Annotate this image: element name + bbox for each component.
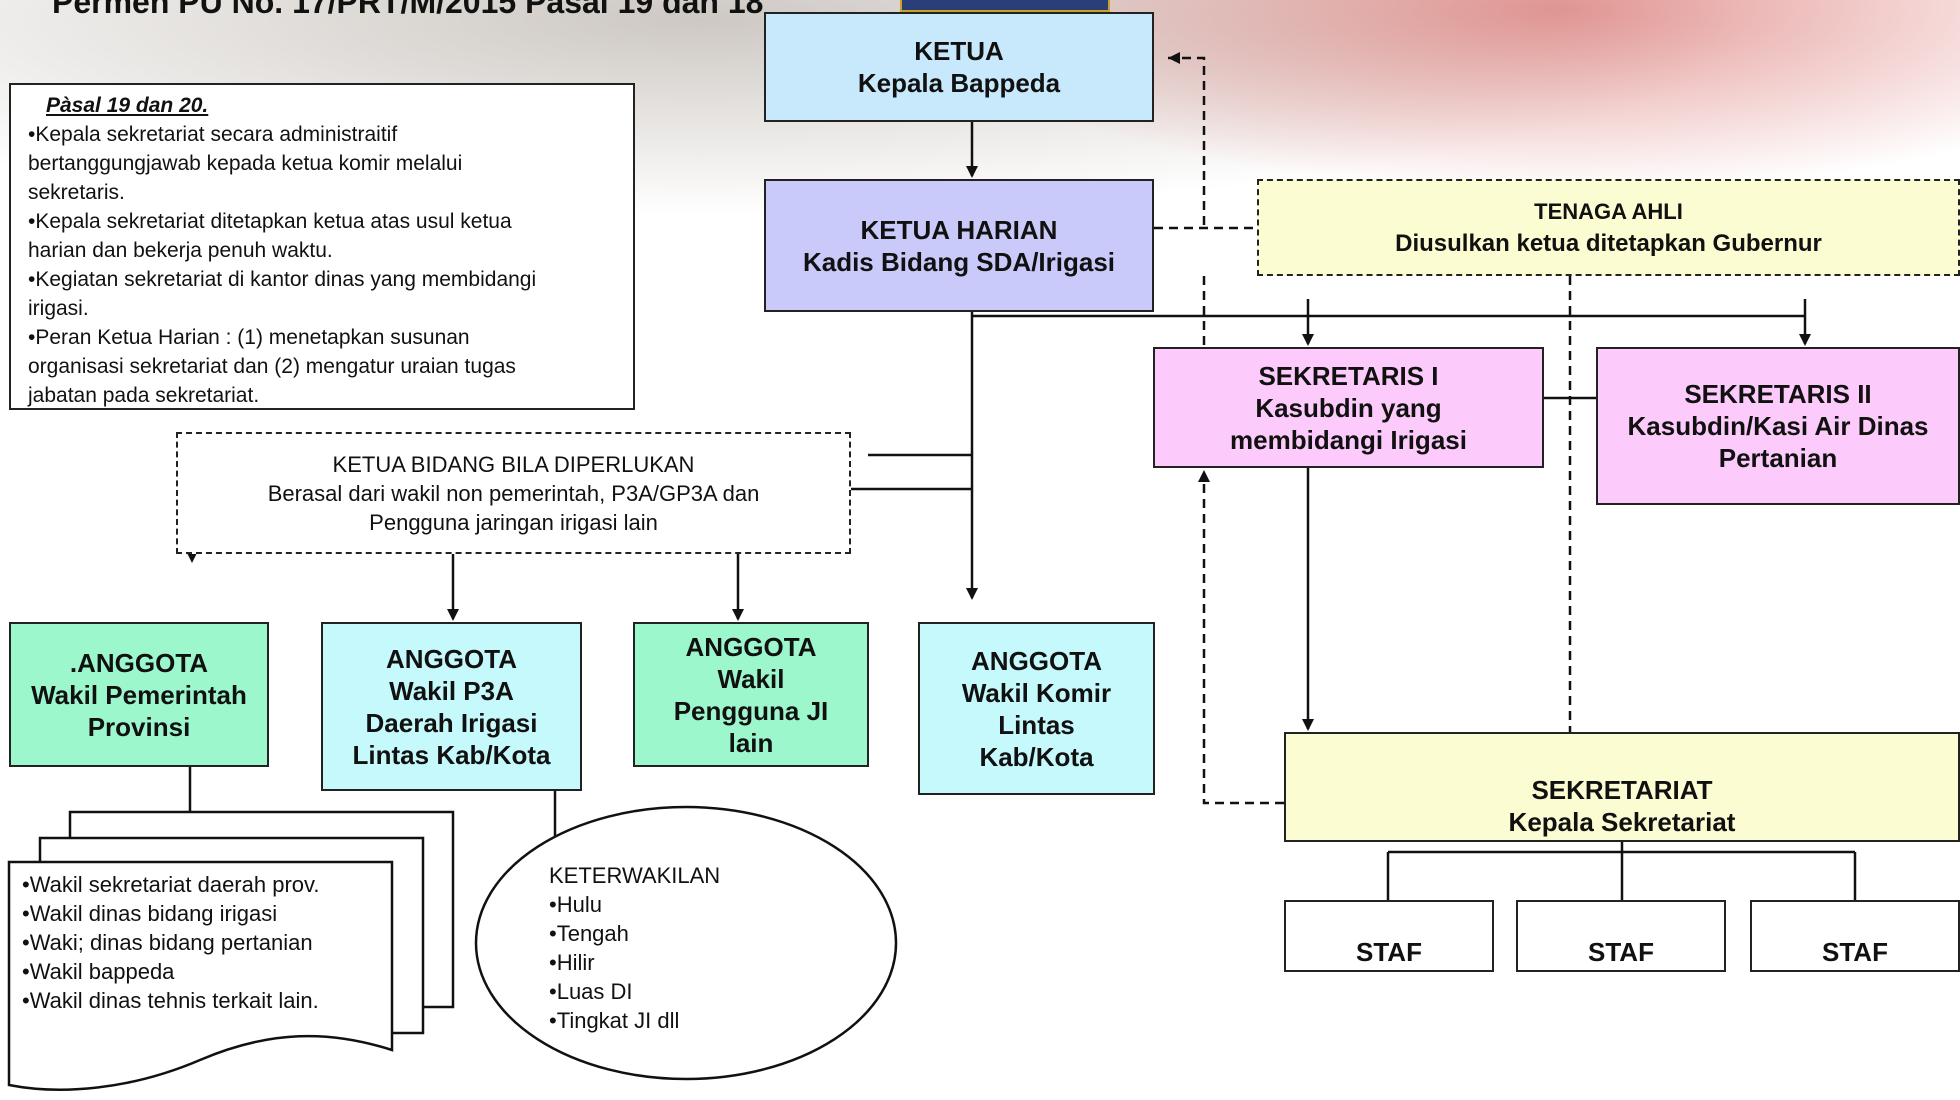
wakil-item: •Wakil sekretariat daerah prov. bbox=[22, 872, 320, 897]
sekretaris-2-line3: Pertanian bbox=[1718, 443, 1838, 473]
staf-box: STAF bbox=[1750, 900, 1960, 972]
anggota-pemerintah-box: .ANGGOTA Wakil Pemerintah Provinsi bbox=[9, 622, 269, 767]
anggota-title: .ANGGOTA bbox=[69, 647, 209, 678]
wakil-item: •Wakil dinas tehnis terkait lain. bbox=[22, 988, 319, 1013]
keterwakilan-item: •Hulu bbox=[549, 892, 602, 917]
sekretaris-1-box: SEKRETARIS I Kasubdin yang membidangi Ir… bbox=[1153, 347, 1544, 468]
anggota-title: ANGGOTA bbox=[685, 631, 817, 662]
keterwakilan-item: •Tingkat JI dll bbox=[549, 1008, 680, 1033]
anggota-line: Wakil Komir bbox=[961, 677, 1112, 708]
bidang-small-arrowhead bbox=[187, 553, 197, 563]
sekretariat-box: SEKRETARIAT Kepala Sekretariat bbox=[1284, 732, 1960, 842]
staf-box: STAF bbox=[1284, 900, 1494, 972]
anggota-line: Daerah Irigasi bbox=[365, 707, 538, 738]
ketua-bidang-box: KETUA BIDANG BILA DIPERLUKAN Berasal dar… bbox=[176, 432, 851, 554]
sekretaris-2-line2: Kasubdin/Kasi Air Dinas bbox=[1627, 411, 1929, 441]
sekretaris1-to-ketua-dashed bbox=[1168, 56, 1206, 225]
ketua-bidang-title: KETUA BIDANG BILA DIPERLUKAN bbox=[332, 451, 695, 477]
staf-label: STAF bbox=[1356, 937, 1422, 967]
keterwakilan-item: •Hilir bbox=[549, 950, 595, 975]
ketua-box: KETUA Kepala Bappeda bbox=[764, 12, 1154, 122]
pasal-line: organisasi sekretariat dan (2) mengatur … bbox=[28, 355, 516, 378]
pasal-line: jabatan pada sekretariat. bbox=[28, 384, 260, 407]
sekretaris-2-title: SEKRETARIS II bbox=[1684, 379, 1872, 409]
ketua-harian-title: KETUA HARIAN bbox=[860, 214, 1058, 245]
keterwakilan-list: KETERWAKILAN •Hulu •Tengah •Hilir •Luas … bbox=[549, 861, 720, 1035]
doc-sheet-front bbox=[7, 860, 394, 1091]
sekretaris-1-line3: membidangi Irigasi bbox=[1230, 424, 1467, 455]
anggota-line: Wakil Pemerintah bbox=[31, 679, 247, 710]
anggota-line: Kab/Kota bbox=[979, 741, 1094, 772]
sekretariat-subtitle: Kepala Sekretariat bbox=[1508, 807, 1736, 837]
wakil-item: •Wakil dinas bidang irigasi bbox=[22, 901, 278, 926]
staf-label: STAF bbox=[1588, 937, 1654, 967]
staf-label: STAF bbox=[1822, 937, 1888, 967]
sekretaris-1-line2: Kasubdin yang bbox=[1255, 392, 1442, 423]
tenaga-ahli-box: TENAGA AHLI Diusulkan ketua ditetapkan G… bbox=[1257, 179, 1960, 276]
sekretaris1-dashed-arrowhead bbox=[1198, 470, 1210, 482]
anggota-line: Pengguna JI bbox=[673, 695, 829, 726]
keterwakilan-item: •Tengah bbox=[549, 921, 629, 946]
pasal-note-box: Pàsal 19 dan 20. •Kepala sekretariat sec… bbox=[9, 83, 635, 410]
pasal-line: sekretaris. bbox=[28, 181, 125, 204]
anggota-title: ANGGOTA bbox=[971, 645, 1102, 676]
ketua-harian-subtitle: Kadis Bidang SDA/Irigasi bbox=[802, 246, 1116, 277]
tenaga-ahli-subtitle: Diusulkan ketua ditetapkan Gubernur bbox=[1395, 229, 1822, 257]
anggota-line: Wakil bbox=[717, 663, 785, 694]
anggota-line: Lintas Kab/Kota bbox=[352, 739, 551, 770]
pasal-line: •Kepala sekretariat ditetapkan ketua ata… bbox=[28, 210, 512, 233]
keterwakilan-ellipse bbox=[474, 805, 898, 1081]
page-title: Permen PU No. 17/PRT/M/2015 Pasal 19 dan… bbox=[52, 0, 764, 20]
emblem-logo bbox=[900, 0, 1110, 12]
staf-box: STAF bbox=[1516, 900, 1726, 972]
wakil-item: •Waki; dinas bidang pertanian bbox=[22, 930, 313, 955]
anggota-line: Provinsi bbox=[87, 711, 191, 742]
pasal-line: bertanggungjawab kepada ketua komir mela… bbox=[28, 152, 463, 175]
keterwakilan-item: •Luas DI bbox=[549, 979, 633, 1004]
ketua-bidang-line3: Pengguna jaringan irigasi lain bbox=[369, 509, 658, 535]
sekretaris-2-box: SEKRETARIS II Kasubdin/Kasi Air Dinas Pe… bbox=[1596, 347, 1960, 505]
pasal-line: irigasi. bbox=[28, 297, 89, 320]
anggota-komir-box: ANGGOTA Wakil Komir Lintas Kab/Kota bbox=[918, 622, 1155, 795]
wakil-item: •Wakil bappeda bbox=[22, 959, 175, 984]
pasal-line: harian dan bekerja penuh waktu. bbox=[28, 239, 333, 262]
anggota-line: lain bbox=[728, 727, 774, 758]
ketua-subtitle: Kepala Bappeda bbox=[857, 68, 1061, 98]
sekretaris-1-title: SEKRETARIS I bbox=[1258, 360, 1439, 391]
pasal-title: Pàsal 19 dan 20. bbox=[46, 94, 209, 117]
ketua-harian-box: KETUA HARIAN Kadis Bidang SDA/Irigasi bbox=[764, 179, 1154, 312]
ketua-title: KETUA bbox=[914, 36, 1004, 66]
sekretariat-to-sekretaris1-dashed bbox=[1202, 478, 1284, 805]
ketua-dashed-arrowhead bbox=[1168, 52, 1180, 64]
anggota-p3a-box: ANGGOTA Wakil P3A Daerah Irigasi Lintas … bbox=[321, 622, 582, 791]
anggota-title: ANGGOTA bbox=[386, 643, 517, 674]
keterwakilan-title: KETERWAKILAN bbox=[549, 863, 721, 888]
pasal-line: •Kegiatan sekretariat di kantor dinas ya… bbox=[28, 268, 537, 291]
ketua-bidang-line2: Berasal dari wakil non pemerintah, P3A/G… bbox=[267, 480, 760, 506]
wakil-list: •Wakil sekretariat daerah prov. •Wakil d… bbox=[22, 870, 319, 1015]
anggota-line: Wakil P3A bbox=[389, 675, 514, 706]
pasal-line: •Kepala sekretariat secara administraiti… bbox=[28, 123, 398, 146]
sekretariat-title: SEKRETARIAT bbox=[1531, 775, 1713, 805]
tenaga-ahli-title: TENAGA AHLI bbox=[1534, 198, 1683, 224]
pasal-line: •Peran Ketua Harian : (1) menetapkan sus… bbox=[28, 326, 470, 349]
anggota-line: Lintas bbox=[998, 709, 1075, 740]
anggota-pengguna-box: ANGGOTA Wakil Pengguna JI lain bbox=[633, 622, 869, 767]
